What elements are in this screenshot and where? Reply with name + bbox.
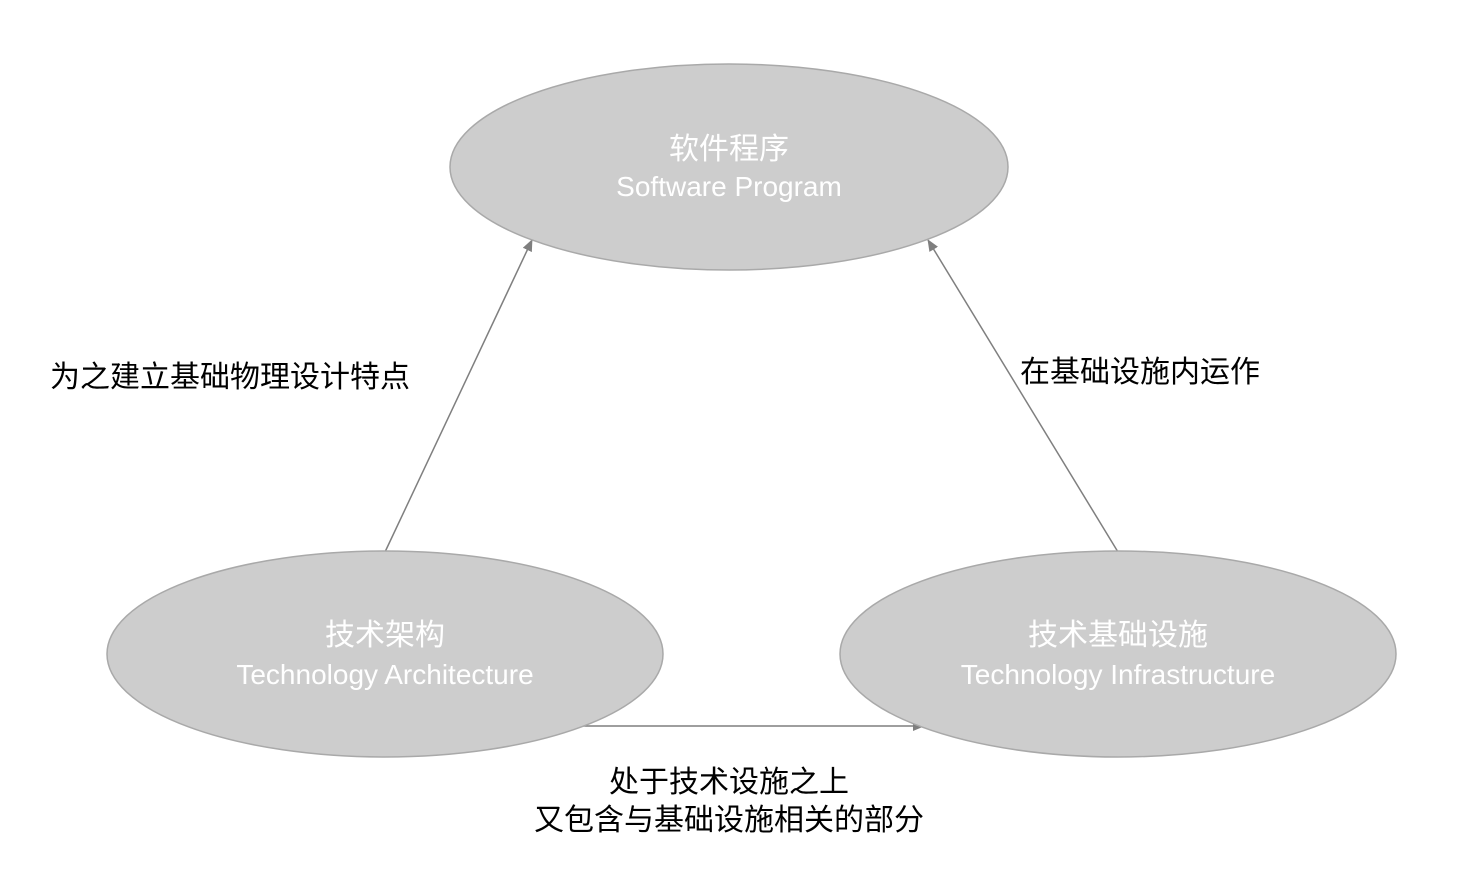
node-technology-architecture: 技术架构 Technology Architecture: [106, 550, 664, 758]
edge-label-arch-to-infra-line2: 又包含与基础设施相关的部分: [534, 803, 924, 838]
node-technology-infrastructure: 技术基础设施 Technology Infrastructure: [839, 550, 1397, 758]
software-program-label-en: Software Program: [616, 171, 842, 202]
technology-infrastructure-label-en: Technology Infrastructure: [961, 659, 1275, 690]
technology-infrastructure-label-zh: 技术基础设施: [1028, 618, 1208, 653]
software-program-ellipse: [449, 63, 1009, 271]
technology-architecture-label-en: Technology Architecture: [236, 659, 533, 690]
edge-label-arch-to-software: 为之建立基础物理设计特点: [50, 360, 410, 395]
technology-architecture-label-zh: 技术架构: [325, 618, 445, 653]
edge-label-arch-to-infra-line1: 处于技术设施之上: [609, 765, 849, 800]
software-program-label-zh: 软件程序: [669, 132, 789, 167]
edge-arch-to-software: [384, 239, 533, 553]
technology-architecture-ellipse: [106, 550, 664, 758]
edge-infra-to-software: [927, 239, 1119, 553]
technology-infrastructure-ellipse: [839, 550, 1397, 758]
edge-label-infra-to-software: 在基础设施内运作: [1020, 355, 1260, 390]
node-software-program: 软件程序 Software Program: [449, 63, 1009, 271]
